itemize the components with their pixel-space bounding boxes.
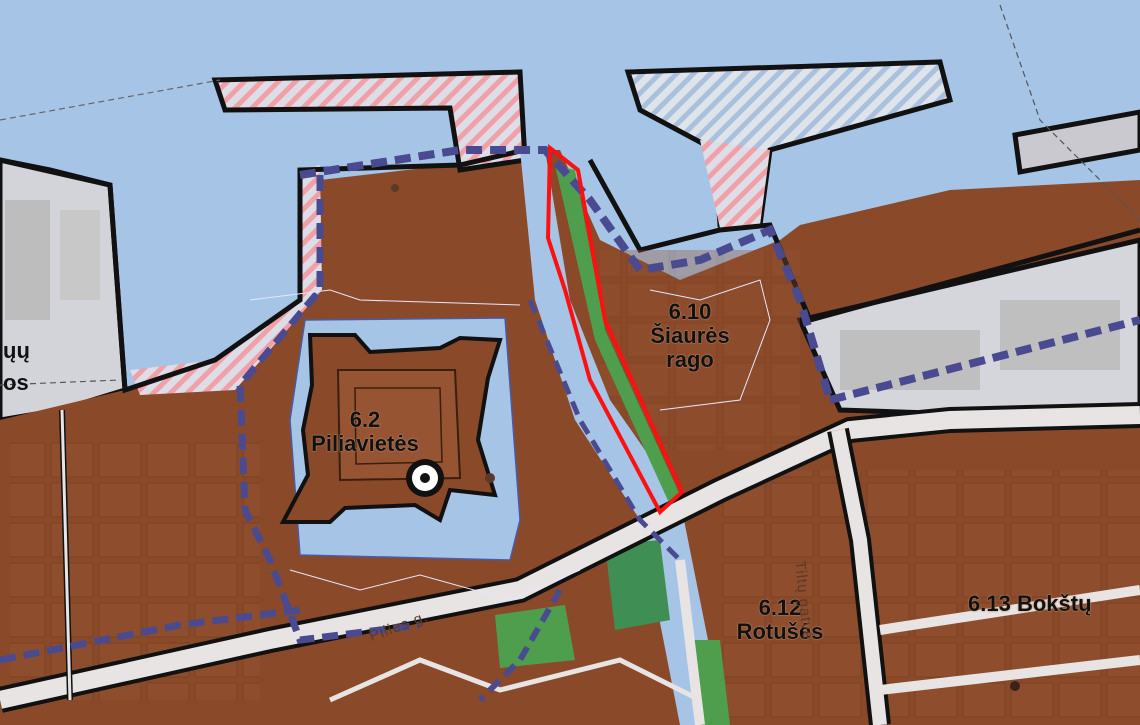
point-marker — [485, 473, 495, 483]
zone-code: 6.13 — [968, 591, 1011, 616]
zone-name-line1: Šiaurės — [650, 323, 730, 348]
hatched-fortress-edge — [130, 165, 322, 395]
fortress-inner-2 — [354, 387, 443, 465]
zone-name-line2: rago — [666, 347, 714, 372]
admin-line — [0, 379, 121, 386]
point-marker — [391, 184, 399, 192]
main-road-fill — [0, 406, 1140, 709]
admin-line — [999, 4, 1140, 221]
zone-code: 6.12 — [758, 595, 802, 620]
protection-boundary-lower — [477, 588, 563, 703]
zone-label-6-10[interactable]: 6.10 Šiaurės rago — [625, 300, 755, 372]
industrial-building — [1000, 300, 1120, 370]
zone-code: 6.2 — [349, 407, 381, 432]
zone-name: Piliavietės — [311, 431, 419, 456]
green-park — [605, 540, 670, 630]
point-marker — [1010, 681, 1020, 691]
coastline — [0, 147, 526, 394]
green-strip — [555, 165, 680, 505]
hatched-embankment-west — [211, 69, 528, 173]
zone-label-6-13[interactable]: 6.13 Bokštų — [968, 592, 1092, 616]
secondary-road — [879, 585, 1140, 635]
zone-label-6-12[interactable]: 6.12 Rotušės — [720, 596, 840, 644]
protection-boundary-south — [0, 606, 301, 664]
left-vertical-road-fill — [60, 409, 72, 701]
secondary-road-2 — [879, 655, 1140, 695]
circle-monument-icon[interactable] — [406, 459, 444, 497]
admin-line — [0, 79, 221, 121]
fortress-inner — [336, 369, 462, 482]
vertical-road-fill — [831, 428, 887, 725]
protection-boundary-east — [829, 316, 1140, 404]
zone-label-6-2[interactable]: 6.2 Piliavietės — [305, 408, 425, 456]
protection-boundary-west — [299, 146, 834, 402]
edge-label-bottom: os — [3, 370, 29, 395]
plot-grid-south — [720, 470, 1140, 720]
hatched-pier-east-pink — [700, 140, 770, 228]
contour-line — [289, 569, 581, 601]
protection-boundary-fortress — [236, 175, 421, 644]
zone-code: 6.10 — [668, 299, 712, 324]
zone-name: Rotušės — [736, 619, 824, 644]
contour-line — [649, 279, 771, 411]
highlighted-area-outline[interactable] — [545, 143, 685, 516]
contour-line — [249, 289, 521, 306]
left-building — [60, 210, 100, 300]
protection-boundary-river — [527, 299, 682, 562]
edge-label-top: ųų — [3, 338, 30, 363]
zone-name: Bokštų — [1016, 591, 1092, 616]
left-building — [5, 200, 50, 320]
south-street — [328, 657, 702, 703]
right-pier — [1012, 109, 1140, 175]
coastline-east — [587, 158, 1140, 323]
